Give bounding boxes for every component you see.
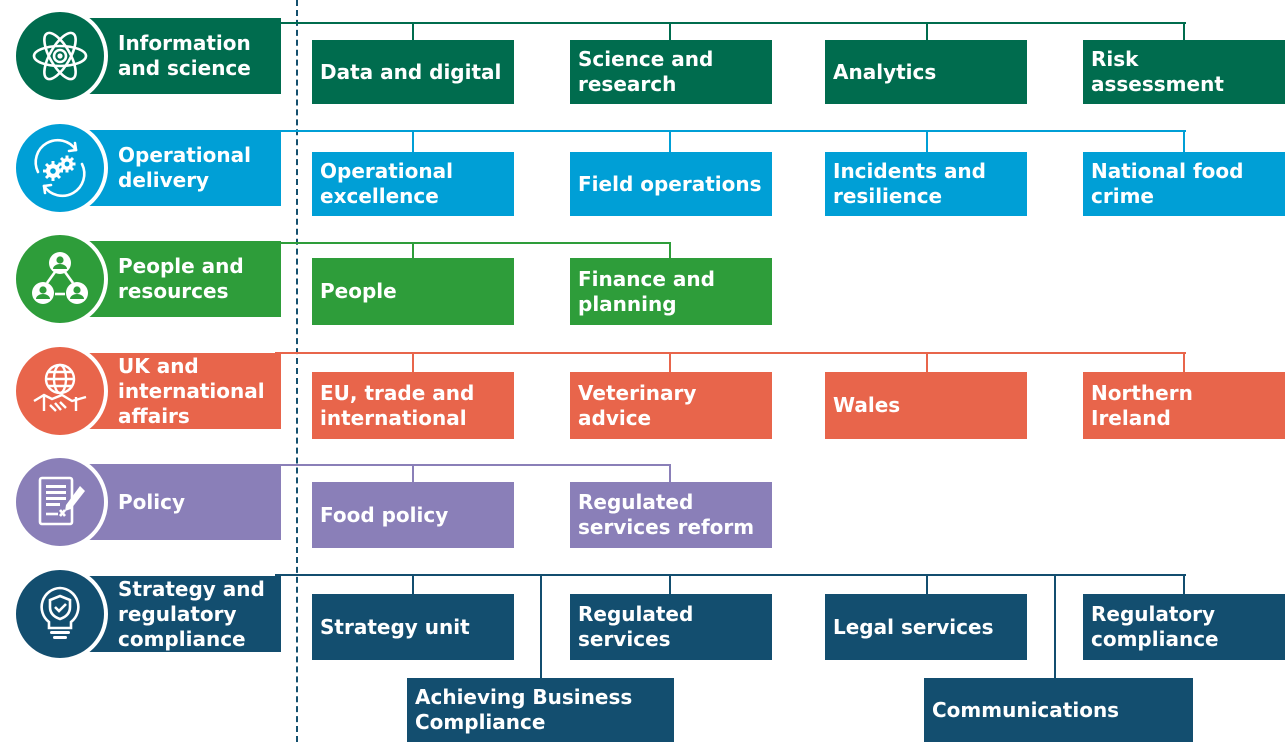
- lightbulb-shield-icon: [12, 566, 108, 662]
- category-label: Operational delivery: [118, 143, 251, 192]
- unit-regulated-services-reform: Regulated services reform: [570, 482, 772, 548]
- category-label: Strategy and regulatory compliance: [118, 576, 265, 651]
- unit-achieving-business-compliance: Achieving Business Compliance: [407, 678, 674, 742]
- connector-drop: [1183, 22, 1185, 40]
- unit-strategy-unit: Strategy unit: [312, 594, 514, 660]
- connector-drop: [412, 130, 414, 152]
- connector-drop: [1183, 574, 1185, 594]
- connector-drop: [669, 242, 671, 258]
- unit-legal-services: Legal services: [825, 594, 1027, 660]
- people-network-icon: [12, 231, 108, 327]
- connector-drop: [1054, 574, 1056, 678]
- connector-drop: [669, 130, 671, 152]
- unit-data-and-digital: Data and digital: [312, 40, 514, 104]
- category-label: People and resources: [118, 254, 244, 303]
- connector-information: [275, 22, 1186, 24]
- globe-handshake-icon: [12, 343, 108, 439]
- atom-icon: [12, 8, 108, 104]
- connector-drop: [669, 352, 671, 372]
- document-pen-icon: [12, 454, 108, 550]
- unit-incidents-and-resilience: Incidents and resilience: [825, 152, 1027, 216]
- unit-analytics: Analytics: [825, 40, 1027, 104]
- unit-regulatory-compliance: Regulatory compliance: [1083, 594, 1285, 660]
- unit-finance-and-planning: Finance and planning: [570, 258, 772, 325]
- category-uk-and-international-affairs: UK and international affairs: [12, 343, 281, 439]
- unit-people: People: [312, 258, 514, 325]
- connector-drop: [926, 574, 928, 594]
- unit-veterinary-advice: Veterinary advice: [570, 372, 772, 439]
- unit-communications: Communications: [924, 678, 1193, 742]
- unit-eu-trade-and-international: EU, trade and international: [312, 372, 514, 439]
- category-policy: Policy: [12, 454, 281, 550]
- connector-drop: [412, 352, 414, 372]
- category-strategy-and-regulatory-compliance: Strategy and regulatory compliance: [12, 566, 281, 662]
- category-operational-delivery: Operational delivery: [12, 120, 281, 216]
- connector-drop: [926, 130, 928, 152]
- connector-strategy: [275, 574, 1186, 576]
- connector-drop: [669, 574, 671, 594]
- unit-science-and-research: Science and research: [570, 40, 772, 104]
- connector-drop: [669, 464, 671, 482]
- category-information-and-science: Information and science: [12, 8, 281, 104]
- category-people-and-resources: People and resources: [12, 231, 281, 327]
- unit-regulated-services: Regulated services: [570, 594, 772, 660]
- connector-drop: [412, 464, 414, 482]
- connector-operational: [275, 130, 1186, 132]
- connector-drop: [1183, 130, 1185, 152]
- unit-operational-excellence: Operational excellence: [312, 152, 514, 216]
- unit-northern-ireland: Northern Ireland: [1083, 372, 1285, 439]
- connector-international: [275, 352, 1186, 354]
- connector-drop: [412, 242, 414, 258]
- unit-national-food-crime: National food crime: [1083, 152, 1285, 216]
- connector-drop: [669, 22, 671, 40]
- unit-wales: Wales: [825, 372, 1027, 439]
- unit-food-policy: Food policy: [312, 482, 514, 548]
- dashed-divider: [296, 0, 298, 742]
- category-label: Information and science: [118, 31, 251, 80]
- gears-cycle-icon: [12, 120, 108, 216]
- unit-risk-assessment: Risk assessment: [1083, 40, 1285, 104]
- connector-drop: [1183, 352, 1185, 372]
- category-label: UK and international affairs: [118, 353, 265, 428]
- connector-people: [275, 242, 671, 244]
- connector-drop: [412, 574, 414, 594]
- unit-field-operations: Field operations: [570, 152, 772, 216]
- connector-policy: [275, 464, 671, 466]
- connector-drop: [926, 22, 928, 40]
- connector-drop: [412, 22, 414, 40]
- connector-drop: [540, 574, 542, 678]
- category-label: Policy: [118, 489, 186, 514]
- connector-drop: [926, 352, 928, 372]
